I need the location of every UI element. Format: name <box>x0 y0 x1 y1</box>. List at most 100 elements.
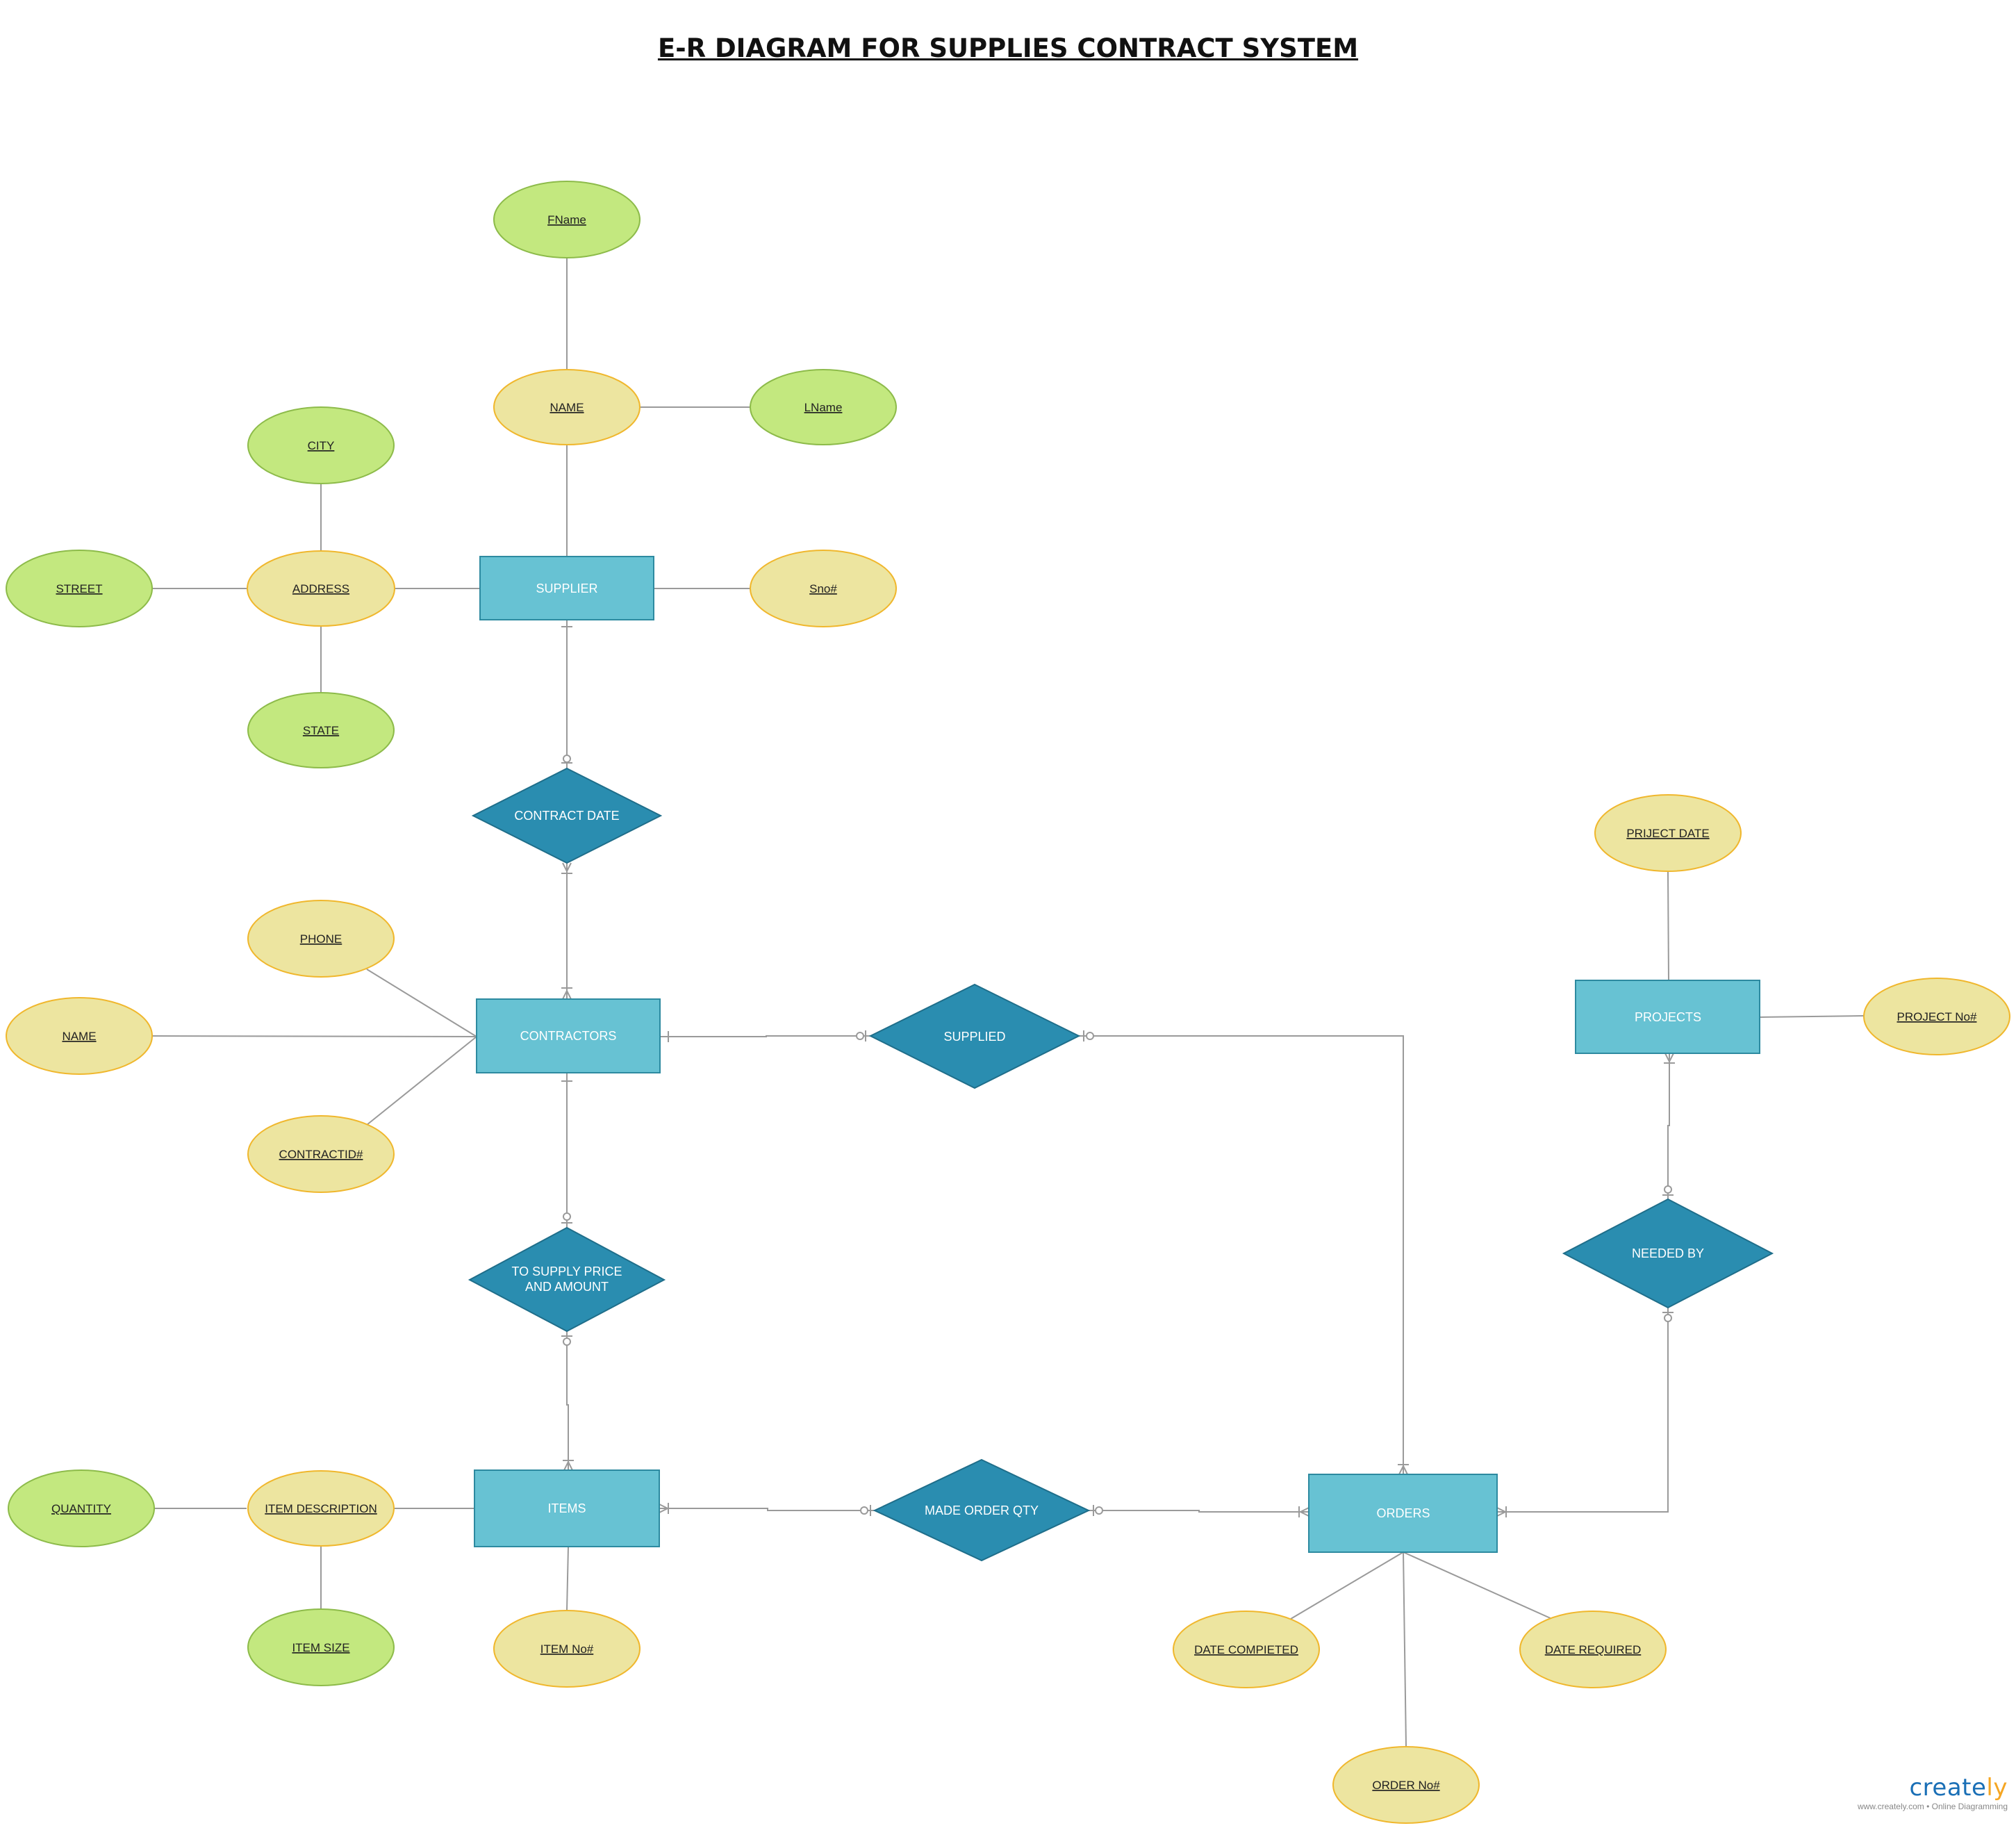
entity-orders-label: ORDERS <box>1376 1506 1430 1520</box>
relationship-needed-by[interactable]: NEEDED BY <box>1562 1198 1774 1309</box>
projectdate-to-projects-line <box>1667 871 1669 981</box>
creately-wordmark: creately <box>1858 1774 2008 1802</box>
attribute-item-size-label: ITEM SIZE <box>292 1641 349 1654</box>
orders-to-orderno-line <box>1403 1551 1407 1747</box>
attribute-item-description[interactable]: ITEM DESCRIPTION <box>247 1470 395 1547</box>
entity-supplier-label: SUPPLIER <box>536 582 597 595</box>
relationship-supplied-label: SUPPLIED <box>943 1030 1005 1044</box>
entity-supplier[interactable]: SUPPLIER <box>479 556 654 620</box>
logo-word-main: create <box>1909 1774 1987 1802</box>
attribute-item-no-label: ITEM No# <box>540 1642 594 1656</box>
zero-marker <box>1664 1314 1672 1322</box>
many-marker <box>562 862 572 873</box>
logo-word-accent: ly <box>1986 1774 2008 1802</box>
zero-marker <box>860 1506 868 1515</box>
entity-contractors[interactable]: CONTRACTORS <box>476 998 661 1073</box>
attribute-item-description-label: ITEM DESCRIPTION <box>265 1502 377 1515</box>
attribute-project-no[interactable]: PROJECT No# <box>1863 978 2010 1055</box>
creately-logo: creately www.creately.com • Online Diagr… <box>1858 1774 2008 1811</box>
attribute-project-date[interactable]: PRIJECT DATE <box>1594 794 1742 872</box>
zero-marker <box>563 1212 571 1221</box>
zero-marker <box>1086 1032 1094 1040</box>
many-marker <box>659 1504 670 1513</box>
attribute-supplier-name-label: NAME <box>550 401 584 414</box>
attribute-contractor-name-label: NAME <box>62 1030 96 1043</box>
attribute-street-label: STREET <box>56 582 102 595</box>
many-marker <box>562 989 572 1000</box>
attribute-item-no[interactable]: ITEM No# <box>493 1610 641 1688</box>
attribute-fname-label: FName <box>547 213 586 227</box>
relationship-to-supply-label-line1: TO SUPPLY PRICE <box>511 1265 622 1278</box>
zero-marker <box>1664 1185 1672 1194</box>
attribute-order-no-label: ORDER No# <box>1372 1779 1440 1792</box>
supplied-to-orders-line <box>1079 1035 1404 1474</box>
attribute-quantity[interactable]: QUANTITY <box>8 1469 155 1547</box>
entity-contractors-label: CONTRACTORS <box>520 1029 617 1043</box>
attribute-contractid-label: CONTRACTID# <box>279 1148 363 1161</box>
tosupply-to-items-line <box>566 1331 569 1470</box>
attribute-address-label: ADDRESS <box>292 582 349 595</box>
madeorder-to-orders-line <box>1089 1510 1309 1513</box>
attribute-project-no-label: PROJECT No# <box>1897 1010 1977 1023</box>
attribute-lname[interactable]: LName <box>750 369 897 445</box>
relationship-to-supply-price-and-amount[interactable]: TO SUPPLY PRICE AND AMOUNT <box>468 1226 666 1333</box>
relationship-supplied[interactable]: SUPPLIED <box>868 983 1081 1089</box>
attribute-order-no[interactable]: ORDER No# <box>1332 1746 1480 1824</box>
orders-to-neededby-line <box>1497 1308 1669 1513</box>
attribute-street[interactable]: STREET <box>6 550 153 627</box>
many-marker <box>1496 1507 1507 1517</box>
name-to-contractors-line <box>151 1035 477 1037</box>
orders-to-datecompleted-line <box>1290 1551 1404 1620</box>
relationship-needed-by-label: NEEDED BY <box>1632 1246 1704 1260</box>
attribute-fname[interactable]: FName <box>493 181 641 258</box>
attribute-item-size[interactable]: ITEM SIZE <box>247 1608 395 1686</box>
many-marker <box>563 1460 573 1471</box>
connector-lines <box>151 258 1865 1747</box>
attribute-quantity-label: QUANTITY <box>51 1502 111 1515</box>
phone-to-contractors-line <box>366 969 477 1037</box>
attribute-supplier-name[interactable]: NAME <box>493 369 641 445</box>
attribute-date-completed[interactable]: DATE COMPIETED <box>1173 1611 1320 1688</box>
attribute-lname-label: LName <box>804 401 843 414</box>
attribute-date-completed-label: DATE COMPIETED <box>1194 1643 1298 1656</box>
entity-items[interactable]: ITEMS <box>474 1469 660 1547</box>
creately-tagline: www.creately.com • Online Diagramming <box>1857 1802 2008 1811</box>
cardinality-markers <box>561 626 1675 1517</box>
projects-to-projectno-line <box>1759 1015 1865 1018</box>
diagram-title: E-R DIAGRAM FOR SUPPLIES CONTRACT SYSTEM <box>657 33 1359 63</box>
entity-orders[interactable]: ORDERS <box>1308 1474 1498 1553</box>
attribute-state[interactable]: STATE <box>247 692 395 768</box>
attribute-sno-label: Sno# <box>809 582 837 595</box>
entity-projects-label: PROJECTS <box>1635 1010 1701 1024</box>
attribute-city[interactable]: CITY <box>247 406 395 484</box>
attribute-phone[interactable]: PHONE <box>247 900 395 978</box>
many-marker <box>1664 1053 1674 1064</box>
contractid-to-contractors-line <box>366 1036 477 1126</box>
relationship-made-order-qty[interactable]: MADE ORDER QTY <box>873 1458 1091 1562</box>
orders-to-daterequired-line <box>1403 1551 1553 1620</box>
attribute-date-required-label: DATE REQUIRED <box>1545 1643 1642 1656</box>
attribute-contractor-name[interactable]: NAME <box>6 997 153 1075</box>
attribute-address[interactable]: ADDRESS <box>247 550 395 627</box>
items-to-madeorder-line <box>659 1508 875 1511</box>
attribute-contractid[interactable]: CONTRACTID# <box>247 1115 395 1193</box>
zero-marker <box>563 755 571 763</box>
attribute-phone-label: PHONE <box>300 932 342 946</box>
entity-projects[interactable]: PROJECTS <box>1575 980 1760 1054</box>
relationship-contract-date-label: CONTRACT DATE <box>514 809 619 823</box>
many-marker <box>1398 1464 1408 1475</box>
relationship-contract-date[interactable]: CONTRACT DATE <box>471 767 663 864</box>
attribute-state-label: STATE <box>303 724 339 737</box>
zero-marker <box>563 1337 571 1346</box>
attribute-city-label: CITY <box>308 439 335 452</box>
attribute-date-required[interactable]: DATE REQUIRED <box>1519 1611 1667 1688</box>
entity-items-label: ITEMS <box>547 1501 586 1515</box>
relationship-made-order-qty-label: MADE ORDER QTY <box>925 1504 1039 1517</box>
relationship-to-supply-label-line2: AND AMOUNT <box>525 1280 609 1294</box>
neededby-to-projects-line <box>1667 1053 1670 1199</box>
attribute-sno[interactable]: Sno# <box>750 550 897 627</box>
attribute-project-date-label: PRIJECT DATE <box>1626 827 1709 840</box>
many-marker <box>1298 1507 1309 1517</box>
contractors-to-supplied-line <box>660 1035 870 1037</box>
